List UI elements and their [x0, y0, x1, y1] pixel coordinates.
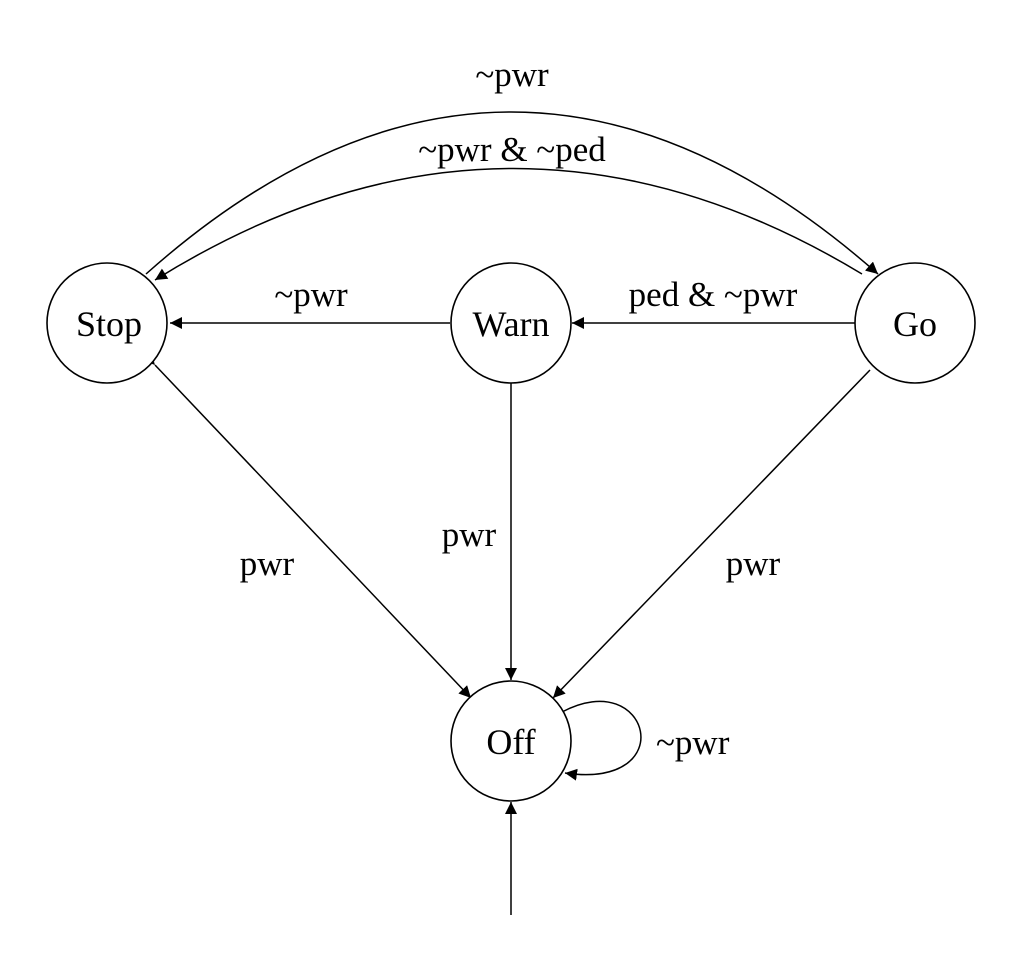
state-off: Off — [450, 680, 572, 802]
edge-go-to-off — [552, 369, 871, 699]
label-off-self-loop: ~pwr — [656, 723, 730, 762]
state-stop: Stop — [46, 262, 168, 384]
state-off-circle — [450, 680, 572, 802]
label-warn-to-stop: ~pwr — [274, 275, 348, 314]
state-stop-label: Stop — [76, 304, 142, 344]
edge-stop-to-off — [142, 352, 472, 699]
state-off-label: Off — [486, 722, 535, 762]
label-go-to-stop: ~pwr & ~ped — [418, 130, 606, 169]
label-stop-to-off: pwr — [240, 544, 295, 583]
edge-go-to-stop — [154, 167, 863, 281]
state-warn-circle — [450, 262, 572, 384]
state-stop-circle — [46, 262, 168, 384]
state-warn: Warn — [450, 262, 572, 384]
state-warn-label: Warn — [472, 304, 549, 344]
label-go-to-warn: ped & ~pwr — [629, 275, 798, 314]
edge-stop-to-go — [145, 111, 879, 275]
label-warn-to-off: pwr — [442, 515, 497, 554]
label-go-to-off: pwr — [726, 544, 781, 583]
state-go: Go — [854, 262, 976, 384]
label-stop-to-go: ~pwr — [475, 55, 549, 94]
edge-off-self-loop — [561, 700, 642, 781]
state-go-circle — [854, 262, 976, 384]
state-go-label: Go — [893, 304, 937, 344]
